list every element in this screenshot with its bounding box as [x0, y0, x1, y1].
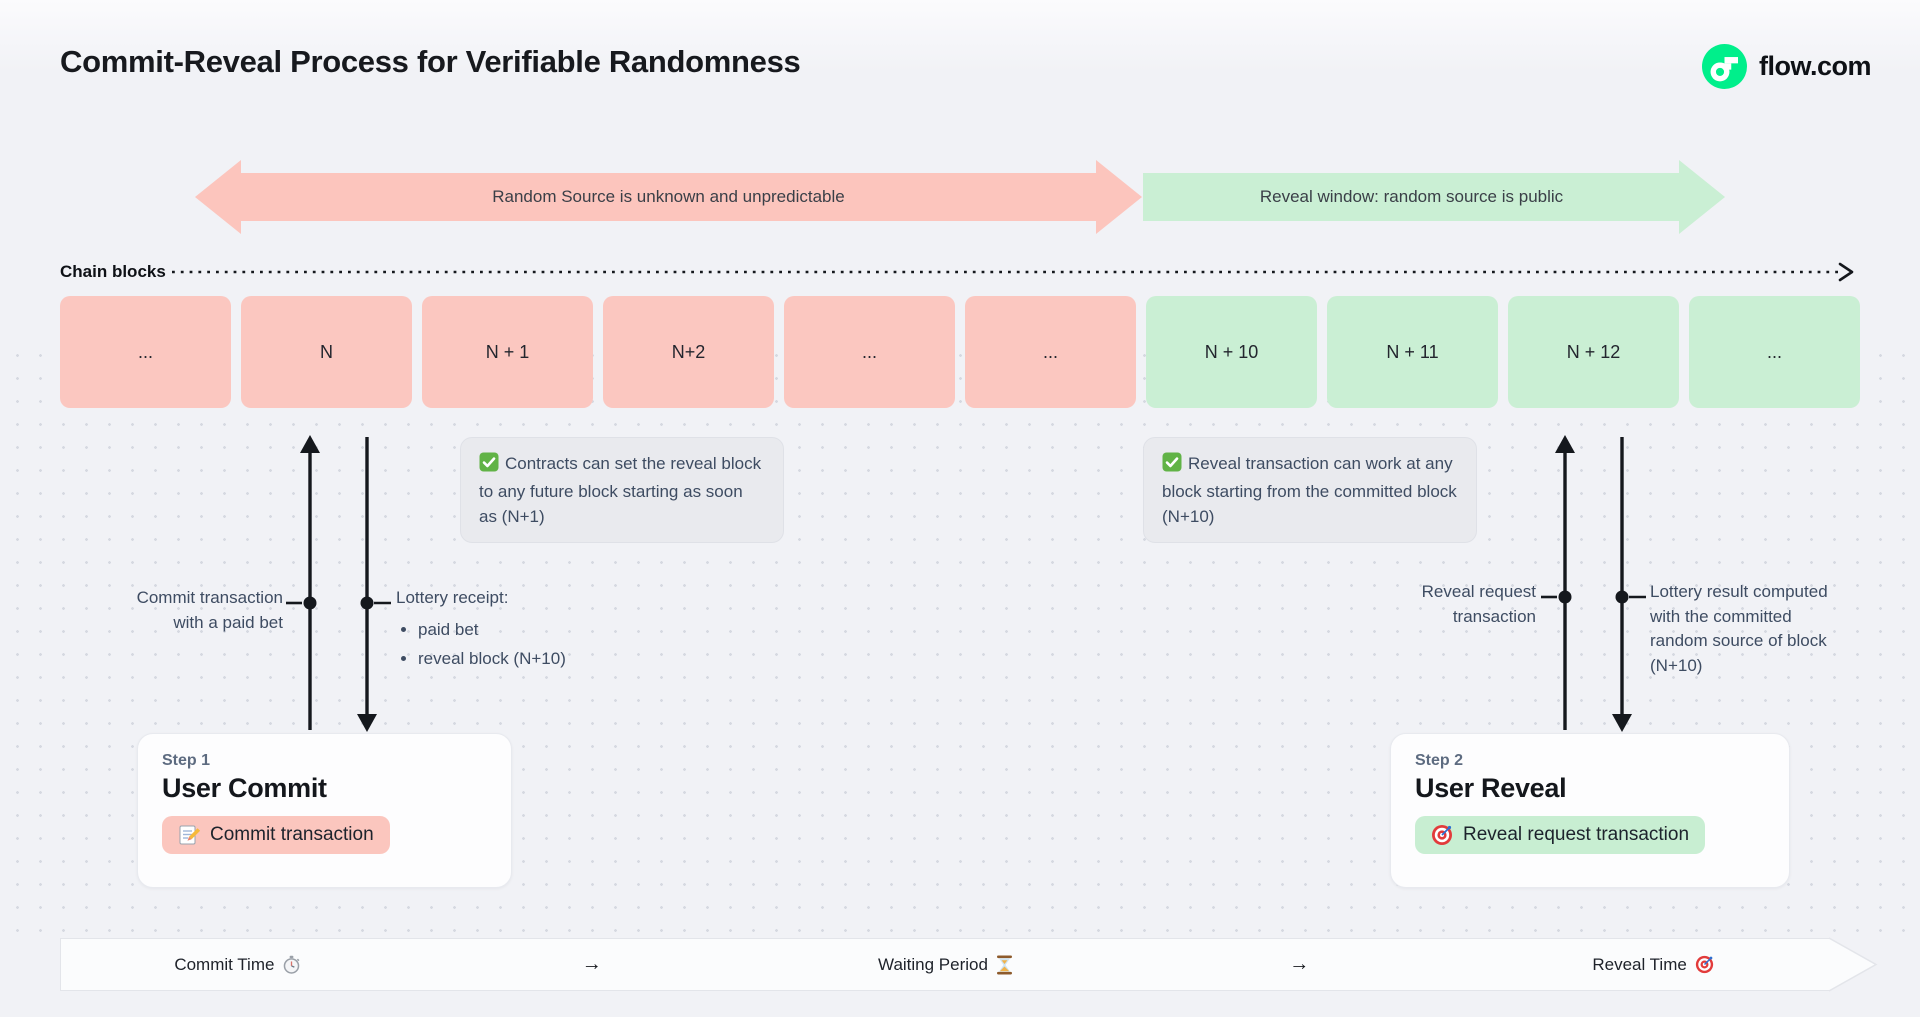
step-1-title: User Commit — [162, 773, 327, 803]
lottery-receipt-annotation: Lottery receipt: paid bet reveal block (… — [396, 586, 626, 677]
lottery-receipt-item: reveal block (N+10) — [418, 647, 626, 672]
target-icon — [1695, 955, 1713, 974]
lottery-receipt-list: paid bet reveal block (N+10) — [396, 618, 626, 672]
timeline-bar: Commit Time → Waiting Period → Reveal Ti… — [60, 938, 1830, 991]
reveal-request-transaction-button[interactable]: Reveal request transaction — [1415, 816, 1706, 854]
timeline-waiting-period: Waiting Period — [769, 955, 1123, 975]
lottery-result-annotation: Lottery result computed with the committ… — [1650, 582, 1828, 675]
chain-block: N + 10 — [1146, 296, 1317, 408]
brand-text: flow.com — [1758, 51, 1872, 81]
reveal-note: Reveal transaction can work at any block… — [1143, 437, 1477, 544]
chain-block: ... — [1689, 296, 1860, 408]
timeline-chevron-icon — [1829, 937, 1878, 992]
target-icon — [1432, 825, 1452, 845]
timeline-reveal-time-label: Reveal Time — [1592, 954, 1687, 974]
dotted-arrow-icon — [172, 262, 1854, 282]
lottery-receipt-title: Lottery receipt: — [396, 588, 509, 607]
timeline-commit-time: Commit Time — [61, 955, 415, 975]
chain-block: N + 1 — [422, 296, 593, 408]
reveal-phase-arrow: Reveal window: random source is public — [1143, 173, 1680, 221]
check-icon — [1162, 452, 1182, 479]
step-2-title: User Reveal — [1415, 773, 1567, 803]
step-1-card: Step 1 User Commit Commit transaction — [137, 733, 512, 888]
chain-blocks-label: Chain blocks — [60, 262, 166, 281]
timeline-arrow-separator: → — [581, 953, 602, 975]
step-2-eyebrow: Step 2 — [1415, 752, 1464, 769]
commit-phase-arrow: Random Source is unknown and unpredictab… — [240, 173, 1097, 221]
commit-note-text: Contracts can set the reveal block to an… — [479, 454, 762, 527]
commit-transaction-button[interactable]: Commit transaction — [162, 816, 390, 854]
commit-phase-label: Random Source is unknown and unpredictab… — [492, 187, 845, 206]
chain-block: N+2 — [603, 296, 774, 408]
timeline-waiting-period-label: Waiting Period — [878, 954, 988, 974]
chain-block: N + 12 — [1508, 296, 1679, 408]
chain-blocks-row: ... N N + 1 N+2 ... ... N + 10 N + 11 N … — [60, 296, 1860, 408]
timeline-reveal-time: Reveal Time — [1476, 955, 1830, 975]
step-1-eyebrow: Step 1 — [162, 752, 211, 769]
timeline-commit-time-label: Commit Time — [174, 954, 275, 974]
lottery-receipt-item: paid bet — [418, 618, 626, 643]
memo-icon — [179, 825, 200, 845]
timeline-arrow-separator: → — [1289, 953, 1310, 975]
check-icon — [479, 452, 499, 479]
reveal-request-transaction-button-label: Reveal request transaction — [1463, 824, 1690, 845]
chain-block: ... — [60, 296, 231, 408]
brand: flow.com — [1701, 44, 1872, 89]
step-2-card: Step 2 User Reveal Reveal request transa… — [1390, 733, 1790, 888]
hourglass-icon — [996, 955, 1012, 974]
commit-transaction-annotation: Commit transaction with a paid bet — [136, 588, 283, 632]
chain-block: ... — [965, 296, 1136, 408]
chain-block: N — [241, 296, 412, 408]
reveal-request-annotation: Reveal request transaction — [1421, 582, 1536, 626]
flow-logo-icon — [1701, 44, 1747, 89]
commit-note: Contracts can set the reveal block to an… — [460, 437, 784, 544]
stopwatch-icon — [284, 955, 300, 974]
page-title: Commit-Reveal Process for Verifiable Ran… — [60, 44, 801, 79]
reveal-note-text: Reveal transaction can work at any block… — [1162, 454, 1457, 527]
commit-transaction-button-label: Commit transaction — [210, 824, 374, 845]
chain-block: N + 11 — [1327, 296, 1498, 408]
chain-block: ... — [784, 296, 955, 408]
reveal-phase-label: Reveal window: random source is public — [1259, 187, 1564, 206]
